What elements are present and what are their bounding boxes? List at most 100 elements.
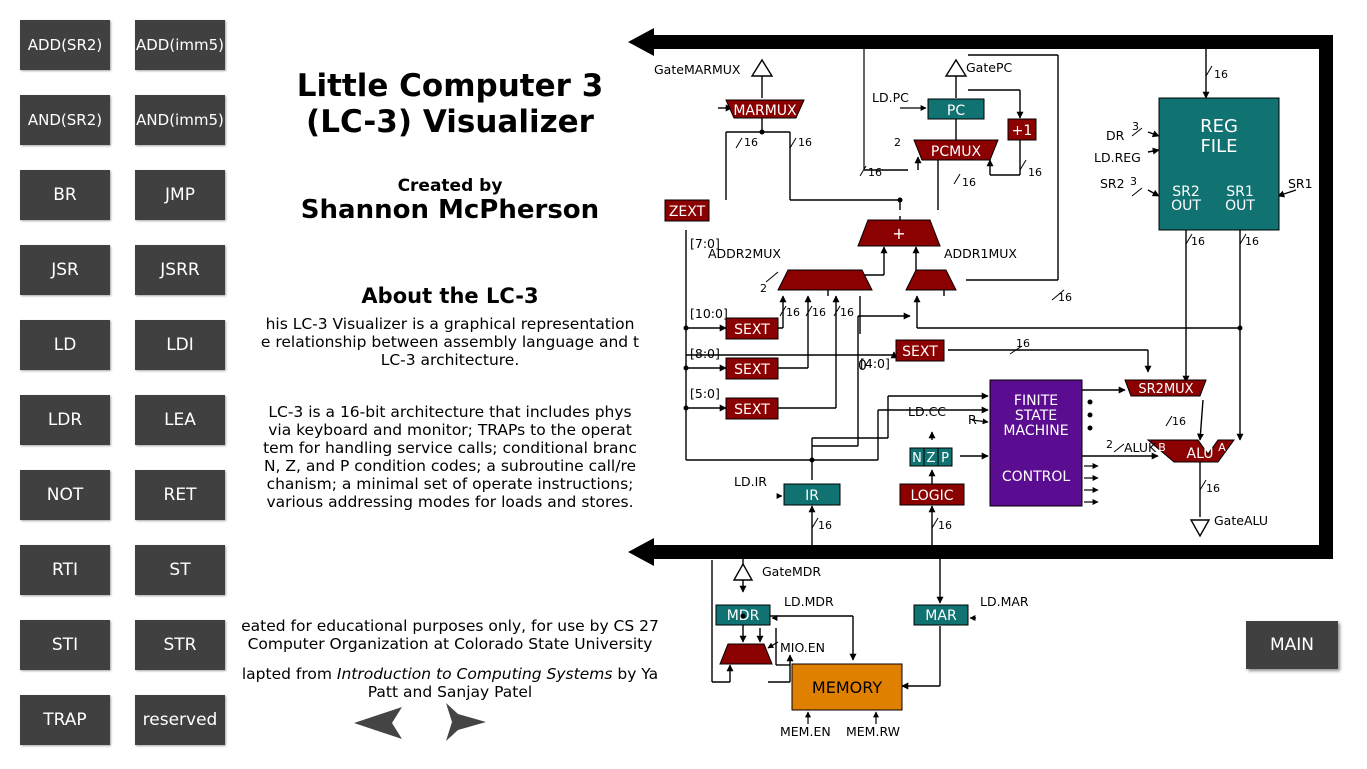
svg-text:16: 16: [786, 306, 800, 319]
svg-text:LD.REG: LD.REG: [1094, 150, 1141, 165]
instruction-button[interactable]: RET: [135, 470, 225, 520]
svg-text:N: N: [912, 451, 922, 466]
svg-text:MEMORY: MEMORY: [812, 678, 882, 697]
about-p2-line: N, Z, and P condition codes; a subroutin…: [263, 457, 637, 475]
zext-unit[interactable]: ZEXT: [664, 199, 710, 222]
instruction-button-label: NOT: [46, 484, 84, 505]
ir-register[interactable]: IR: [783, 483, 841, 506]
marmux[interactable]: MARMUX: [725, 99, 805, 119]
svg-text:2: 2: [894, 136, 901, 149]
mio-mux[interactable]: [719, 643, 773, 665]
pc-register[interactable]: PC: [927, 98, 985, 120]
instruction-button-label: JMP: [165, 184, 195, 205]
instruction-button[interactable]: ADD(SR2): [20, 20, 110, 70]
svg-text:ALUK: ALUK: [1124, 440, 1157, 455]
svg-text:OUT: OUT: [1171, 198, 1201, 214]
nzp-register[interactable]: N Z P: [909, 447, 953, 467]
instruction-button[interactable]: LD: [20, 320, 110, 370]
address-adder[interactable]: +: [857, 219, 941, 247]
svg-text:SEXT: SEXT: [734, 402, 770, 418]
instruction-button[interactable]: LDR: [20, 395, 110, 445]
svg-text:GatePC: GatePC: [966, 60, 1012, 75]
svg-text:PCMUX: PCMUX: [931, 144, 982, 160]
instruction-button-label: RET: [163, 484, 197, 505]
about-p2-line: LC-3 is a 16-bit architecture that inclu…: [268, 403, 632, 421]
instruction-button[interactable]: STI: [20, 620, 110, 670]
svg-text:LD.IR: LD.IR: [734, 474, 767, 489]
instruction-button[interactable]: reserved: [135, 695, 225, 745]
control-arrows: [767, 105, 1099, 724]
instruction-button[interactable]: LEA: [135, 395, 225, 445]
svg-text:SR1: SR1: [1288, 176, 1313, 191]
svg-text:16: 16: [1245, 235, 1259, 248]
credit-suffix: by Ya: [612, 665, 659, 683]
sext-11[interactable]: SEXT: [725, 317, 779, 340]
instruction-button-label: ST: [169, 559, 191, 580]
instruction-button[interactable]: JSR: [20, 245, 110, 295]
svg-text:MEM.RW: MEM.RW: [846, 724, 900, 739]
instruction-button[interactable]: NOT: [20, 470, 110, 520]
sext-6[interactable]: SEXT: [725, 397, 779, 420]
forward-arrow-icon[interactable]: [438, 700, 488, 744]
mar-register[interactable]: MAR: [913, 604, 969, 626]
instruction-button-label: (SR2): [61, 35, 103, 54]
svg-text:MEM.EN: MEM.EN: [780, 724, 831, 739]
alu[interactable]: ALU B A: [1146, 439, 1235, 463]
logic-unit[interactable]: LOGIC: [899, 483, 965, 506]
bus-width-marks: 16 16 16 16 16 16 16 16 16 16 16 16 16 1…: [735, 65, 1273, 532]
page-title-line1: Little Computer 3: [296, 68, 604, 104]
svg-text:[4:0]: [4:0]: [860, 356, 890, 371]
about-p2-line: various addressing modes for loads and s…: [266, 493, 634, 511]
instruction-button[interactable]: STR: [135, 620, 225, 670]
main-button[interactable]: MAIN: [1246, 621, 1338, 669]
svg-text:2: 2: [1106, 438, 1113, 451]
main-bus: [628, 28, 1333, 566]
gate-pc-buffer: [944, 58, 968, 77]
svg-text:SEXT: SEXT: [734, 362, 770, 378]
svg-text:GateMARMUX: GateMARMUX: [654, 62, 741, 77]
addr2mux[interactable]: [777, 269, 873, 291]
credit-paragraph-1: eated for educational purposes only, for…: [232, 617, 668, 653]
svg-text:P: P: [941, 451, 949, 466]
svg-text:ADDR2MUX: ADDR2MUX: [708, 246, 781, 261]
instruction-button[interactable]: BR: [20, 170, 110, 220]
svg-text:REG: REG: [1200, 116, 1238, 137]
instruction-button-label: ADD: [27, 35, 62, 54]
instruction-button[interactable]: ST: [135, 545, 225, 595]
instruction-button[interactable]: JSRR: [135, 245, 225, 295]
instruction-button[interactable]: LDI: [135, 320, 225, 370]
svg-text:B: B: [1158, 441, 1166, 454]
plus-one-adder[interactable]: +1: [1007, 118, 1037, 141]
instruction-button[interactable]: TRAP: [20, 695, 110, 745]
instruction-button-label: JSR: [51, 259, 79, 280]
credit-paragraph-2: lapted from Introduction to Computing Sy…: [232, 665, 668, 700]
instruction-button[interactable]: JMP: [135, 170, 225, 220]
credit-prefix: lapted from: [241, 665, 337, 683]
addr1mux[interactable]: [905, 269, 957, 291]
instruction-button[interactable]: RTI: [20, 545, 110, 595]
about-p2-line: via keyboard and monitor; TRAPs to the o…: [268, 421, 632, 439]
svg-text:FILE: FILE: [1200, 136, 1237, 157]
credit-p2-line1: lapted from Introduction to Computing Sy…: [232, 665, 668, 683]
instruction-button[interactable]: ADD(imm5): [135, 20, 225, 70]
created-by-label: Created by: [397, 176, 503, 196]
sext-5[interactable]: SEXT: [895, 339, 945, 362]
pcmux[interactable]: PCMUX: [913, 139, 999, 161]
sext-9[interactable]: SEXT: [725, 357, 779, 380]
svg-text:16: 16: [818, 519, 832, 532]
memory-unit[interactable]: MEMORY: [791, 663, 903, 711]
instruction-button[interactable]: AND(SR2): [20, 95, 110, 145]
register-file[interactable]: REG FILE SR2 OUT SR1 OUT: [1158, 97, 1280, 231]
svg-text:16: 16: [1206, 482, 1220, 495]
back-arrow-icon[interactable]: [352, 703, 404, 743]
instruction-button-label: TRAP: [43, 709, 87, 730]
svg-text:3: 3: [1130, 175, 1137, 188]
finite-state-machine[interactable]: FINITE STATE MACHINE CONTROL: [989, 379, 1093, 507]
svg-text:[10:0]: [10:0]: [690, 306, 728, 321]
svg-text:STATE: STATE: [1015, 408, 1057, 424]
instruction-button[interactable]: AND(imm5): [135, 95, 225, 145]
sr2mux[interactable]: SR2MUX: [1124, 379, 1207, 397]
svg-text:LD.CC: LD.CC: [908, 404, 946, 419]
gate-marmux-buffer: [750, 58, 774, 77]
svg-text:[8:0]: [8:0]: [690, 346, 720, 361]
